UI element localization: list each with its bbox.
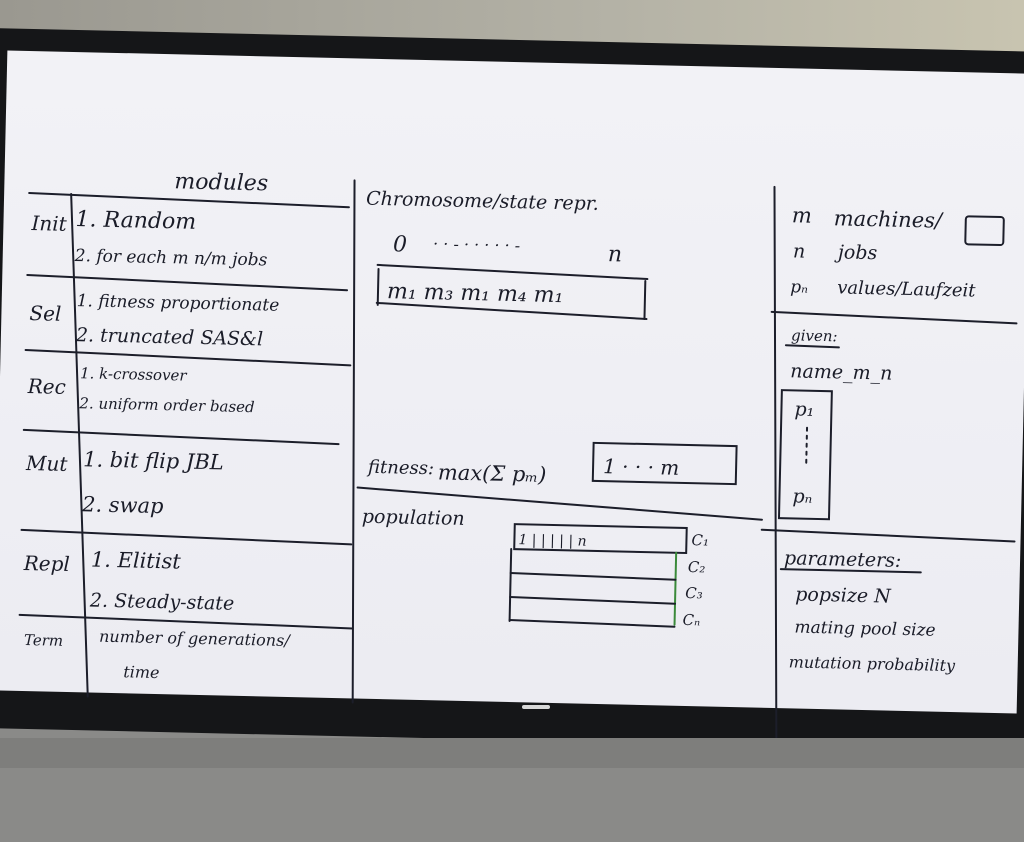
given-n-symbol: n — [793, 240, 806, 262]
mut-item-1: 1. bit flip JBL — [83, 447, 224, 474]
population-right-edge — [673, 551, 678, 626]
fitness-box — [591, 441, 738, 486]
init-label: Init — [30, 211, 68, 236]
chromosome-index-dots: · · - · · · · · - — [433, 234, 521, 255]
row-divider-repl — [18, 613, 354, 630]
given-p-box — [777, 389, 833, 521]
rec-label: Rec — [27, 374, 67, 399]
chromosome-index-start: 0 — [393, 232, 408, 257]
modules-column-divider — [70, 192, 89, 698]
whiteboard-screen: modules Init 1. Random 2. for each m n/m… — [0, 50, 1024, 764]
row-divider-mut — [20, 528, 353, 546]
term-item-2: time — [123, 662, 160, 682]
parameters-underline — [779, 568, 922, 574]
chromosome-genes: m₁ m₃ m₁ m₄ m₁ — [387, 279, 564, 308]
mut-item-2: 2. swap — [81, 492, 164, 518]
left-section-divider — [351, 179, 356, 704]
rec-item-2: 2. uniform order based — [78, 394, 255, 416]
term-item-1: number of generations/ — [99, 627, 292, 650]
row-divider-rec — [22, 428, 340, 446]
given-p-first: p₁ — [794, 398, 814, 420]
fitness-formula: max(Σ pₘ) — [438, 460, 547, 486]
mut-label: Mut — [25, 451, 69, 476]
population-label: population — [362, 506, 465, 530]
repl-item-2: 2. Steady-state — [89, 589, 235, 614]
rec-item-1: 1. k-crossover — [80, 364, 188, 384]
chromosome-box-right — [643, 279, 647, 320]
population-first-row — [513, 523, 688, 555]
chromosome-box-left — [376, 267, 380, 306]
parameter-item-2: mating pool size — [794, 617, 936, 640]
given-p-last: pₙ — [792, 485, 812, 507]
sel-label: Sel — [29, 301, 61, 326]
modules-title: modules — [174, 169, 268, 196]
home-indicator — [522, 705, 550, 709]
given-p-dots — [805, 426, 809, 469]
given-p-text: values/Laufzeit — [837, 277, 976, 301]
whiteboard-drawing: modules Init 1. Random 2. for each m n/m… — [18, 169, 1018, 764]
modules-header-line — [28, 191, 350, 209]
chromosome-box-bottom — [375, 301, 648, 321]
given-divider-top — [770, 310, 1018, 325]
fitness-label: fitness: — [366, 457, 434, 480]
population-row-line-2 — [509, 572, 677, 581]
fitness-divider-line — [356, 486, 763, 521]
sel-item-1: 1. fitness proportionate — [76, 291, 279, 316]
fitness-box-content: 1 · · · m — [603, 454, 680, 480]
parameter-item-1: popsize N — [795, 583, 892, 607]
repl-item-1: 1. Elitist — [91, 547, 182, 573]
given-name: name_m_n — [790, 360, 893, 384]
population-c3: C₃ — [685, 584, 703, 602]
given-m-text: machines/ — [834, 206, 945, 232]
lower-background — [0, 738, 1024, 768]
right-section-divider — [773, 185, 778, 764]
given-p-symbol: pₙ — [790, 277, 808, 297]
population-row-line-4 — [508, 619, 676, 628]
parameters-title: parameters: — [784, 547, 902, 572]
given-n-text: jobs — [834, 241, 878, 264]
repl-label: Repl — [22, 551, 70, 576]
sel-item-2: 2. truncated SAS&l — [75, 324, 264, 350]
given-underline — [784, 344, 840, 349]
given-m-symbol: m — [792, 203, 812, 227]
chromosome-box-top — [376, 263, 649, 281]
row-divider-sel — [24, 348, 352, 367]
init-item-1: 1. Random — [75, 207, 196, 235]
population-row-line-3 — [509, 596, 677, 605]
population-left-edge — [508, 548, 513, 623]
population-c1: C₁ — [691, 531, 709, 549]
term-label: Term — [24, 631, 64, 650]
given-label: given: — [791, 326, 838, 345]
parameters-divider-top — [760, 528, 1016, 543]
population-row-text: 1 | | | | | n — [518, 532, 587, 550]
chromosome-title: Chromosome/state repr. — [366, 188, 599, 215]
population-c2: C₂ — [688, 558, 706, 576]
init-item-2: 2. for each m n/m jobs — [74, 246, 268, 270]
population-cn: Cₙ — [682, 611, 700, 629]
chromosome-index-end: n — [608, 242, 623, 267]
folder-icon — [964, 215, 1005, 247]
parameter-item-3: mutation probability — [789, 652, 957, 675]
row-divider-init — [26, 273, 349, 292]
